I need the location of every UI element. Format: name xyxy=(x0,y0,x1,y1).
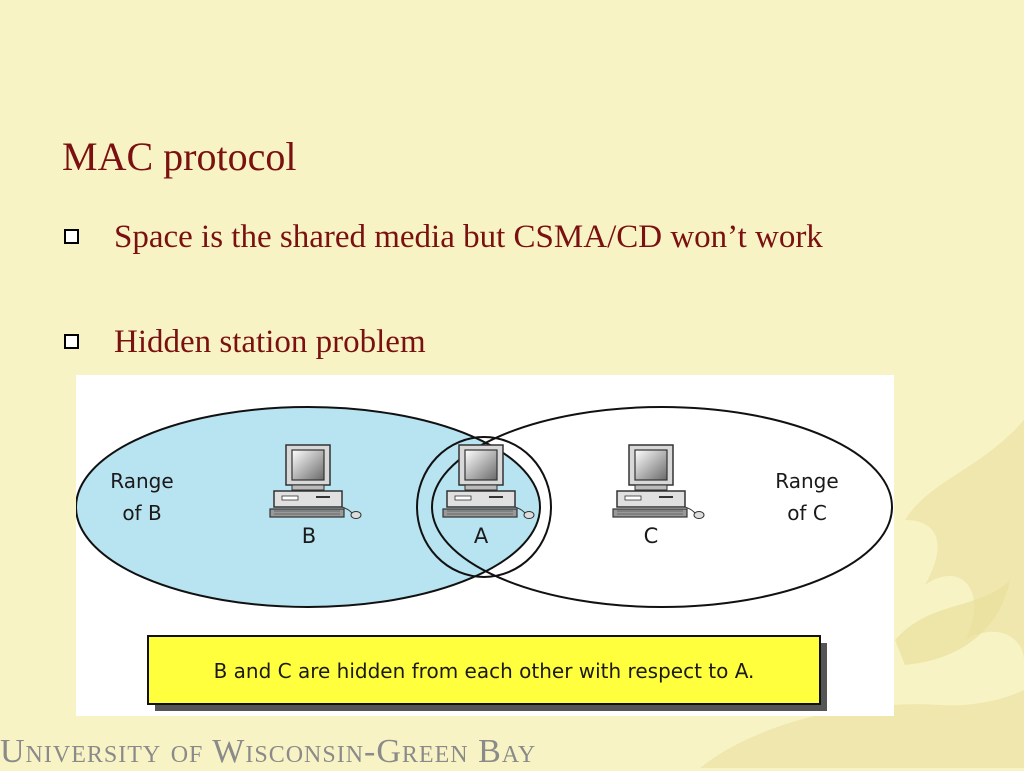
university-footer: University of Wisconsin-Green Bay xyxy=(0,733,537,770)
range-c-label-line1: Range xyxy=(775,469,838,493)
range-c-label-line2: of C xyxy=(787,501,827,525)
range-b-boundary xyxy=(76,406,541,608)
range-b-label-line1: Range xyxy=(110,469,173,493)
station-b-label: B xyxy=(302,524,316,548)
caption-box xyxy=(147,635,821,705)
range-c-boundary xyxy=(431,406,893,608)
square-bullet-icon xyxy=(64,229,79,244)
station-a-label: A xyxy=(474,524,489,548)
range-b-label-line2: of B xyxy=(122,501,161,525)
slide-title: MAC protocol xyxy=(62,134,297,179)
bullet-text: Space is the shared media but CSMA/CD wo… xyxy=(114,219,823,255)
computer-c-icon xyxy=(612,444,705,520)
bullet-item: Hidden station problem xyxy=(64,319,904,365)
bullet-item: Space is the shared media but CSMA/CD wo… xyxy=(64,214,904,260)
square-bullet-icon xyxy=(64,334,79,349)
range-a-boundary xyxy=(416,436,552,578)
station-c-label: C xyxy=(644,524,659,548)
hidden-station-diagram: Range of B Range of C B A C B and C are … xyxy=(76,375,894,716)
bullet-text: Hidden station problem xyxy=(114,324,426,360)
diagram-caption: B and C are hidden from each other with … xyxy=(214,659,755,683)
